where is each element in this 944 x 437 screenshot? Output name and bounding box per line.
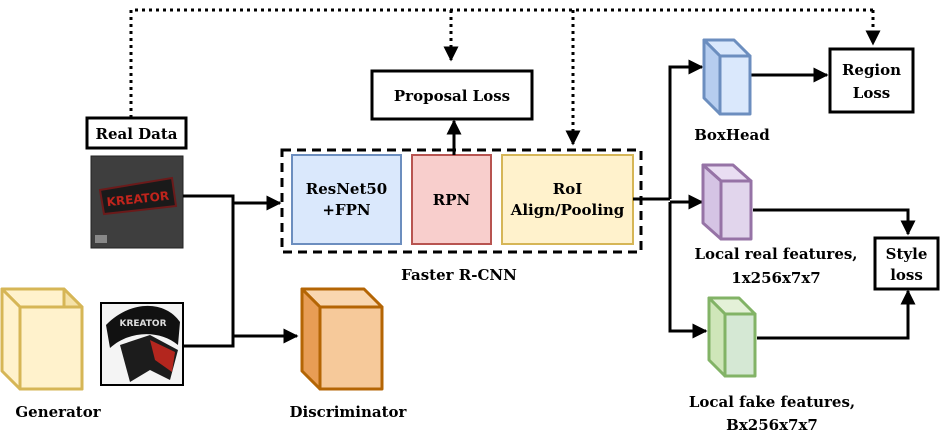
rpn-label: RPN [433, 191, 471, 209]
discriminator-cube [300, 287, 384, 391]
output-connectors [633, 59, 916, 340]
proposal-loss-label: Proposal Loss [394, 87, 510, 105]
local-real-label-line1: Local real features, [694, 245, 857, 263]
boxhead-label: BoxHead [694, 126, 770, 144]
faster-rcnn-container [280, 148, 643, 254]
region-loss-label-line1: Region [842, 61, 901, 79]
generator-cube [0, 287, 84, 391]
input-connectors [183, 194, 299, 348]
boxhead-cube [702, 38, 752, 116]
discriminator-label: Discriminator [290, 403, 408, 421]
region-loss-box: Region Loss [828, 47, 915, 114]
backbone-box: ResNet50 +FPN [291, 154, 402, 245]
real-data-label: Real Data [95, 125, 177, 143]
roi-box: RoI Align/Pooling [501, 154, 634, 245]
backbone-label-line1: ResNet50 [306, 180, 388, 198]
generated-image: KREATOR [100, 302, 184, 386]
roi-label-line2: Align/Pooling [510, 201, 625, 219]
generated-image-logo-text: KREATOR [119, 319, 166, 329]
region-loss-label-line2: Loss [853, 84, 890, 102]
local-fake-cube [707, 296, 757, 378]
style-loss-label-line2: loss [890, 266, 923, 284]
dotted-line-real-data-up [129, 8, 873, 118]
rpn-box: RPN [411, 154, 492, 245]
roi-label-line1: RoI [553, 180, 583, 198]
local-fake-label-line2: Bx256x7x7 [726, 416, 818, 434]
real-data-image: KREATOR [90, 155, 184, 249]
dotted-connectors [129, 8, 881, 146]
local-real-label-line2: 1x256x7x7 [731, 269, 820, 287]
local-fake-label-line1: Local fake features, [689, 393, 855, 411]
style-loss-label-line1: Style [886, 245, 928, 263]
proposal-loss-box: Proposal Loss [370, 69, 534, 121]
generator-label: Generator [15, 403, 101, 421]
local-real-cube [701, 163, 753, 241]
real-data-box: Real Data [85, 116, 188, 150]
real-image-logo-text: KREATOR [106, 189, 170, 209]
faster-rcnn-label: Faster R-CNN [401, 266, 517, 284]
backbone-label-line2: +FPN [322, 201, 370, 219]
style-loss-box: Style loss [873, 236, 940, 291]
